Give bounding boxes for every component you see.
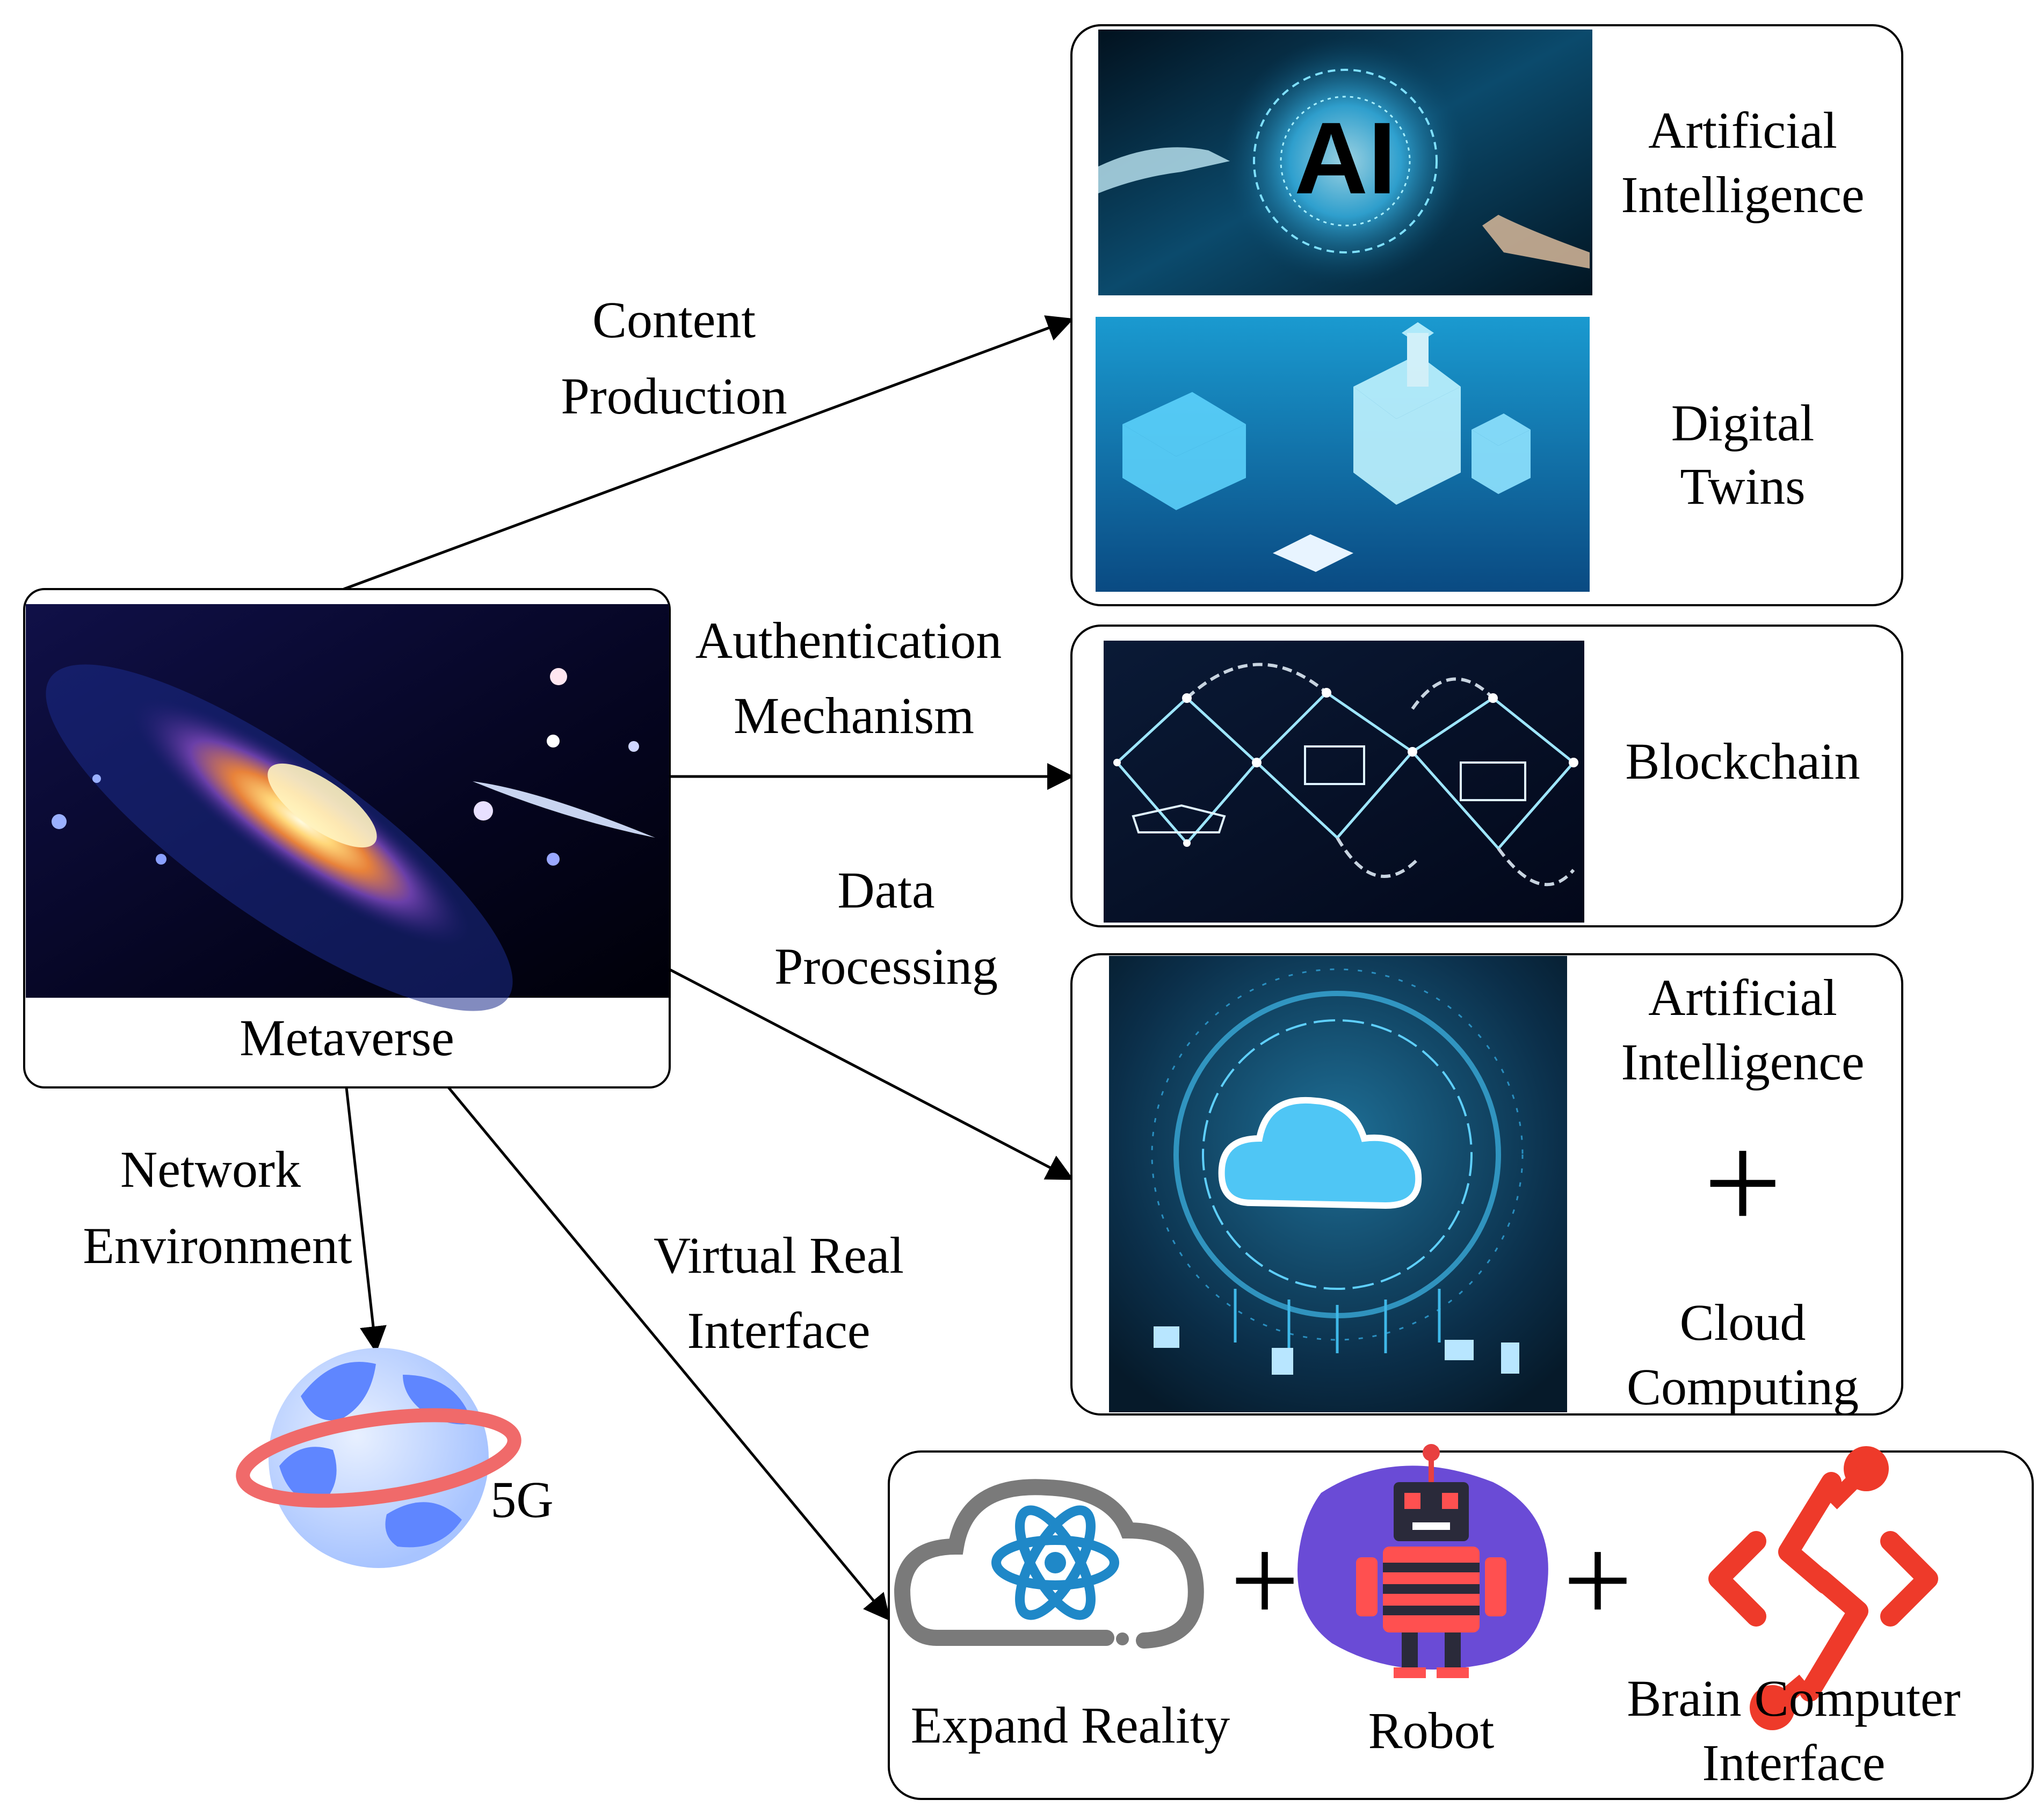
edge-label-line: Data xyxy=(837,861,934,919)
edge-label-content: Content Production xyxy=(561,291,787,425)
fiveg-label: 5G xyxy=(490,1471,553,1528)
metaverse-node: Metaverse xyxy=(23,588,671,1088)
metaverse-label: Metaverse xyxy=(240,1009,454,1066)
expand-reality-label: Expand Reality xyxy=(911,1696,1230,1754)
digital-city-image xyxy=(1096,317,1590,592)
robot-label: Robot xyxy=(1368,1702,1495,1759)
twins-label-line: Digital xyxy=(1671,394,1815,452)
data-ai-label-line: Artificial xyxy=(1648,969,1837,1026)
edge-label-line: Network xyxy=(120,1141,301,1198)
blockchain-chain-image xyxy=(1104,641,1584,923)
data-ai-label-line: Intelligence xyxy=(1621,1033,1864,1091)
ai-label-line: Artificial xyxy=(1648,101,1837,159)
edge-label-line: Content xyxy=(592,291,756,349)
content-production-box: AI Artificial Intelligence xyxy=(1070,24,1903,606)
edge-label-line: Virtual Real xyxy=(654,1227,904,1284)
data-processing-box: Artificial Intelligence + Cloud Computin… xyxy=(1070,953,1903,1416)
edge-label-line: Authentication xyxy=(695,612,1002,669)
edge-label-line: Processing xyxy=(774,938,998,995)
galaxy-image xyxy=(26,604,669,1011)
edge-label-auth: Authentication Mechanism xyxy=(695,612,1002,744)
plus-sign: + xyxy=(1704,1106,1782,1260)
arrow-vr-interface xyxy=(447,1086,891,1621)
bci-link-icon xyxy=(1708,1446,1938,1730)
cloud-label-line: Computing xyxy=(1627,1358,1859,1416)
vr-interface-box: Expand Reality + Robot + xyxy=(888,1444,2034,1800)
bci-label-line: Interface xyxy=(1702,1734,1885,1791)
edge-label-data: Data Processing xyxy=(774,861,998,995)
robot-icon xyxy=(1298,1444,1548,1678)
cloud-circuit-image xyxy=(1109,956,1567,1412)
globe-icon xyxy=(236,1348,521,1568)
authentication-box: Blockchain xyxy=(1070,625,1903,927)
network-5g-node: 5G xyxy=(236,1348,554,1568)
ai-label-line: Intelligence xyxy=(1621,166,1864,223)
blockchain-label: Blockchain xyxy=(1625,732,1860,790)
plus-sign: + xyxy=(1230,1512,1300,1649)
twins-label-line: Twins xyxy=(1680,458,1805,515)
cloud-label-line: Cloud xyxy=(1680,1294,1806,1351)
edge-label-line: Production xyxy=(561,367,787,425)
edge-label-line: Mechanism xyxy=(734,687,974,744)
atom-cloud-icon xyxy=(894,1479,1204,1649)
edge-label-vr: Virtual Real Interface xyxy=(654,1227,904,1359)
edge-label-network: Network Environment xyxy=(83,1141,352,1274)
edge-label-line: Interface xyxy=(687,1302,870,1359)
arrow-data-processing xyxy=(617,941,1074,1180)
arrow-content-production xyxy=(343,315,1074,591)
edge-label-line: Environment xyxy=(83,1217,352,1274)
plus-sign: + xyxy=(1563,1512,1633,1649)
ai-circuit-image: AI xyxy=(1098,30,1592,295)
arrow-network xyxy=(345,1087,387,1353)
svg-text:AI: AI xyxy=(1294,101,1396,215)
bci-label-line: Brain Computer xyxy=(1627,1670,1960,1727)
